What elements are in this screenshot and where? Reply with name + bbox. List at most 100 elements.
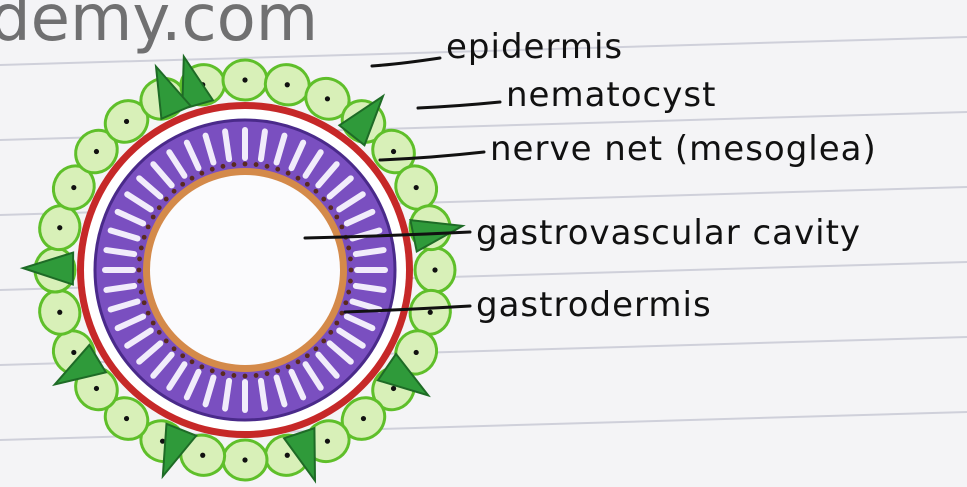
gastrodermis-dot xyxy=(286,364,291,369)
gastrodermis-cell xyxy=(261,131,265,159)
gastrodermis-dot xyxy=(232,373,237,378)
gastrodermis-dot xyxy=(296,359,301,364)
epidermis-nucleus xyxy=(325,96,330,101)
gastrodermis-dot xyxy=(164,197,169,202)
gastrodermis-dot xyxy=(265,371,270,376)
epidermis-nucleus xyxy=(57,225,62,230)
epidermis-nucleus xyxy=(71,185,76,190)
gastrodermis-dot xyxy=(199,171,204,176)
gastrodermis-dot xyxy=(232,162,237,167)
label-gastrovascular-cavity: gastrovascular cavity xyxy=(476,213,861,253)
gastrodermis-dot xyxy=(348,279,353,284)
gastrodermis-dot xyxy=(305,182,310,187)
epidermis-nucleus xyxy=(325,439,330,444)
gastrodermis-dot xyxy=(142,300,147,305)
gastrodermis-dot xyxy=(334,321,339,326)
epidermis-leader-line xyxy=(372,58,440,66)
epidermis-nucleus xyxy=(432,267,437,272)
gastrodermis-dot xyxy=(314,189,319,194)
gastrodermis-dot xyxy=(151,321,156,326)
gastrodermis-dot xyxy=(180,182,185,187)
gastrodermis-dot xyxy=(190,176,195,181)
gastrodermis-dot xyxy=(139,246,144,251)
label-gastrodermis: gastrodermis xyxy=(476,285,712,325)
gastrodermis-dot xyxy=(172,346,177,351)
gastrodermis-dot xyxy=(142,235,147,240)
epidermis-nucleus xyxy=(285,453,290,458)
epidermis-nucleus xyxy=(242,457,247,462)
gastrodermis-dot xyxy=(151,215,156,220)
hydra-cross-section xyxy=(23,57,463,481)
gastrodermis-dot xyxy=(296,176,301,181)
epidermis-nucleus xyxy=(414,350,419,355)
gastrodermis-cell xyxy=(106,250,134,254)
epidermis-nucleus xyxy=(94,149,99,154)
gastrodermis-cell xyxy=(225,131,229,159)
gastrodermis-dot xyxy=(275,368,280,373)
label-epidermis: epidermis xyxy=(446,27,623,67)
gastrodermis-dot xyxy=(137,279,142,284)
gastrodermis-dot xyxy=(139,290,144,295)
gastrodermis-dot xyxy=(254,162,259,167)
gastrodermis-dot xyxy=(275,167,280,172)
gastrodermis-cell xyxy=(225,381,229,409)
gastrodermis-dot xyxy=(305,353,310,358)
gastrodermis-dot xyxy=(210,368,215,373)
gastrodermis-dot xyxy=(334,215,339,220)
gastrodermis-dot xyxy=(210,167,215,172)
gastrodermis-cell xyxy=(356,250,384,254)
gastrodermis-dot xyxy=(343,300,348,305)
gastrodermis-dot xyxy=(348,257,353,262)
gastrodermis-dot xyxy=(157,205,162,210)
gastrodermis-dot xyxy=(314,346,319,351)
epidermis-nucleus xyxy=(200,453,205,458)
gastrodermis-cell xyxy=(261,381,265,409)
epidermis-nucleus xyxy=(391,149,396,154)
gastrodermis-dot xyxy=(254,373,259,378)
gastrodermis-dot xyxy=(286,171,291,176)
gastrodermis-dot xyxy=(137,268,142,273)
epidermis-nucleus xyxy=(57,310,62,315)
gastrodermis-dot xyxy=(321,339,326,344)
epidermis-nucleus xyxy=(391,386,396,391)
gastrodermis-dot xyxy=(349,268,354,273)
epidermis-nucleus xyxy=(285,82,290,87)
epidermis-nucleus xyxy=(414,185,419,190)
gastrodermis-dot xyxy=(328,330,333,335)
label-nematocyst: nematocyst xyxy=(506,75,716,115)
gastrodermis-dot xyxy=(164,339,169,344)
gastrodermis-dot xyxy=(157,330,162,335)
epidermis-nucleus xyxy=(242,77,247,82)
epidermis-nucleus xyxy=(428,310,433,315)
gastrodermis-dot xyxy=(199,364,204,369)
gastrodermis-dot xyxy=(339,311,344,316)
watermark-text: demy.com xyxy=(0,0,318,56)
gastrodermis-dot xyxy=(346,290,351,295)
gastrodermis-dot xyxy=(172,189,177,194)
nematocyst-leader-line xyxy=(418,102,500,108)
gastrodermis-cell xyxy=(106,286,134,290)
gastrodermis-dot xyxy=(221,371,226,376)
gastrodermis-dot xyxy=(137,257,142,262)
gastrodermis-cell xyxy=(356,286,384,290)
gastrodermis-dot xyxy=(265,164,270,169)
gastrovascular-cavity-region xyxy=(150,175,340,365)
labels: epidermis nematocyst nerve net (mesoglea… xyxy=(446,27,877,325)
gastrodermis-dot xyxy=(146,311,151,316)
gastrodermis-dot xyxy=(346,246,351,251)
epidermis-nucleus xyxy=(124,119,129,124)
gastrodermis-dot xyxy=(180,353,185,358)
gastrodermis-dot xyxy=(221,164,226,169)
epidermis-nucleus xyxy=(71,350,76,355)
gastrodermis-dot xyxy=(243,374,248,379)
epidermis-nucleus xyxy=(361,416,366,421)
label-nerve-net: nerve net (mesoglea) xyxy=(490,129,877,169)
gastrodermis-dot xyxy=(146,224,151,229)
gastrodermis-dot xyxy=(321,197,326,202)
gastrodermis-dot xyxy=(339,224,344,229)
epidermis-nucleus xyxy=(124,416,129,421)
gastrodermis-dot xyxy=(190,359,195,364)
epidermis-nucleus xyxy=(94,386,99,391)
